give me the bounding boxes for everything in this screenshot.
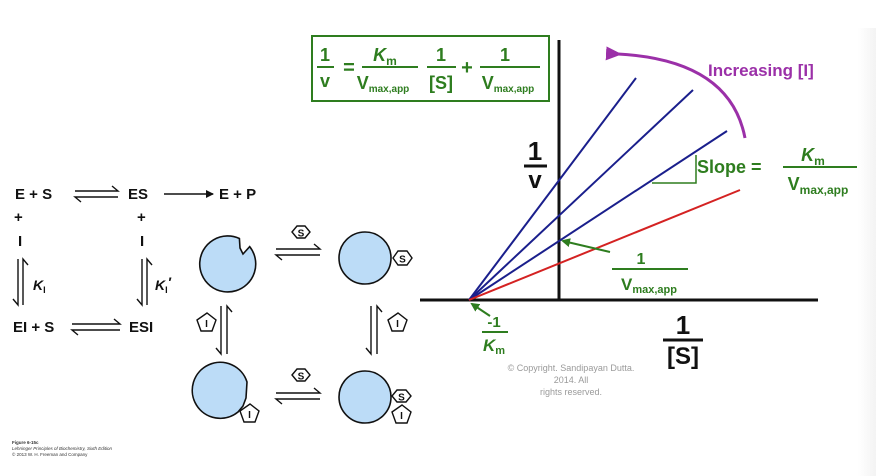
line-high-inhibitor (468, 77, 637, 301)
enzyme-free (198, 235, 257, 293)
increasing-label: Increasing [I] (708, 61, 814, 80)
svg-text:Slope =: Slope = (697, 157, 762, 177)
eq-vmax3: Vmax,app (482, 73, 535, 95)
eq-vmax1: Vmax,app (357, 73, 410, 95)
y-intercept-label: 1 Vmax,app (612, 251, 688, 296)
copyright-notice: © Copyright. Sandipayan Dutta. 2014. All… (496, 362, 646, 398)
lineweaver-burk-plot: Increasing [I] 1 v 1 [S] Slope = Km Vmax… (420, 40, 857, 370)
caption-publisher: © 2013 W. H. Freeman and Company (12, 452, 88, 457)
eq-equals: = (343, 57, 355, 79)
equilibrium-arrow-left (12, 257, 29, 307)
svg-text:S: S (399, 255, 406, 266)
reaction-scheme: E + S ES E + P + I + I KI KI′ EI + S ESI (12, 185, 256, 336)
slope-label: Slope = Km Vmax,app (697, 145, 857, 197)
line-no-inhibitor (468, 189, 741, 301)
line-mid-inhibitor (468, 89, 694, 301)
svg-text:Km: Km (483, 336, 505, 357)
equilibrium-arrow-bottom (70, 318, 122, 336)
svg-text:I: I (205, 319, 208, 330)
ki-label: KI (33, 277, 46, 295)
caption-figure-number: Figure 6-15c (12, 440, 39, 445)
svg-text:Vmax,app: Vmax,app (788, 174, 849, 197)
equilibrium-arrow-cartoon-left (215, 304, 233, 356)
scheme-esi: ESI (129, 319, 153, 336)
enzyme-ei (191, 361, 248, 420)
scheme-i-left: I (18, 233, 22, 250)
svg-text:-1: -1 (487, 314, 500, 331)
eq-term2-denominator: [S] (429, 73, 453, 93)
enzyme-esi (338, 370, 392, 424)
x-intercept-arrow (470, 302, 491, 317)
substrate-icon-top: S (291, 225, 311, 240)
svg-text:I: I (248, 410, 251, 421)
scheme-e-plus-p: E + P (219, 186, 256, 203)
substrate-icon-bottom: S (291, 368, 311, 383)
ki-prime-label: KI′ (155, 274, 172, 295)
svg-text:1: 1 (676, 310, 690, 340)
substrate-icon-bound: S (392, 250, 413, 266)
equilibrium-arrow-top (73, 185, 120, 203)
caption-book-title: Lehninger Principles of Biochemistry, Si… (12, 446, 112, 451)
svg-text:v: v (528, 167, 542, 194)
equilibrium-arrow-cartoon-top (274, 243, 322, 261)
right-edge-shading (858, 28, 876, 476)
eq-term3-numerator: 1 (500, 45, 510, 65)
y-axis-label: 1 v (524, 136, 547, 194)
svg-text:1: 1 (528, 136, 542, 166)
equation-border (311, 35, 550, 102)
line-low-inhibitor (468, 130, 728, 301)
svg-text:S: S (298, 372, 305, 383)
eq-plus: + (461, 57, 473, 79)
svg-text:I: I (400, 411, 403, 422)
scheme-e-plus-s: E + S (15, 186, 52, 203)
x-intercept-label: -1 Km (482, 314, 508, 357)
scheme-plus-left: + (14, 209, 23, 226)
equilibrium-arrow-right (136, 257, 153, 307)
inhibitor-icon-left: I (196, 312, 217, 332)
top-band (0, 0, 876, 30)
svg-text:[S]: [S] (667, 343, 699, 370)
inhibitor-icon-ei: I (239, 403, 260, 423)
x-axis-label: 1 [S] (663, 310, 703, 370)
scheme-plus-right: + (137, 209, 146, 226)
substrate-icon-esi: S (391, 389, 412, 404)
copyright-line-1: © Copyright. Sandipayan Dutta. 2014. All (507, 363, 635, 385)
inhibitor-icon-right: I (387, 312, 408, 332)
equilibrium-arrow-cartoon-bottom (274, 387, 322, 405)
svg-text:I: I (396, 319, 399, 330)
eq-term2-numerator: 1 (436, 45, 446, 65)
svg-text:S: S (398, 393, 405, 404)
y-intercept-arrow (561, 238, 611, 253)
equation-box: 1 v = Km Vmax,app 1 [S] + 1 Vmax,app (311, 35, 550, 102)
enzyme-cartoons: S S I I (191, 225, 413, 424)
svg-text:1: 1 (637, 251, 646, 268)
svg-text:Vmax,app: Vmax,app (621, 275, 677, 296)
eq-lhs-numerator: 1 (320, 45, 330, 65)
increasing-inhibitor-arrow (605, 46, 747, 139)
inhibitor-icon-esi: I (391, 404, 412, 424)
svg-text:Km: Km (801, 145, 825, 168)
scheme-es: ES (128, 186, 148, 203)
scheme-ei-plus-s: EI + S (13, 319, 54, 336)
copyright-line-2: rights reserved. (539, 387, 603, 397)
slope-triangle (652, 155, 697, 184)
eq-km: Km (373, 45, 397, 68)
scheme-i-right: I (140, 233, 144, 250)
equilibrium-arrow-cartoon-right (365, 304, 383, 356)
svg-text:S: S (298, 229, 305, 240)
figure-caption: Figure 6-15c Lehninger Principles of Bio… (12, 440, 112, 458)
enzyme-es (338, 231, 392, 285)
eq-lhs-denominator: v (320, 71, 330, 91)
